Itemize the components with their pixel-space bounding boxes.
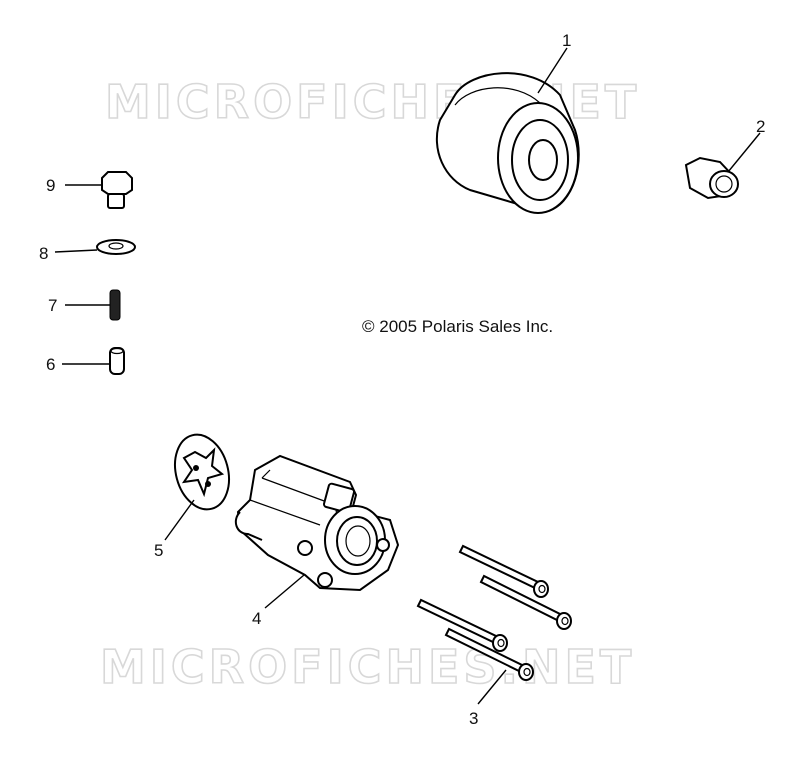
part-1-filter bbox=[435, 72, 580, 214]
part-9-bolt bbox=[101, 171, 133, 209]
part-8-washer bbox=[96, 239, 136, 255]
callout-2: 2 bbox=[756, 117, 765, 136]
part-6-dowel bbox=[109, 347, 125, 375]
callout-5: 5 bbox=[154, 541, 163, 560]
leader-5 bbox=[164, 499, 195, 541]
callout-1: 1 bbox=[562, 31, 571, 50]
callout-8: 8 bbox=[39, 244, 48, 263]
callout-9: 9 bbox=[46, 176, 55, 195]
copyright-text: © 2005 Polaris Sales Inc. bbox=[362, 317, 553, 336]
part-7-spring bbox=[109, 289, 121, 321]
leader-3 bbox=[477, 669, 507, 705]
callout-4: 4 bbox=[252, 609, 261, 628]
callout-3: 3 bbox=[469, 709, 478, 728]
part-3-bolts bbox=[416, 544, 572, 681]
callout-6: 6 bbox=[46, 355, 55, 374]
watermark-bottom: MICROFICHES.NET bbox=[100, 640, 635, 694]
bolt-c bbox=[416, 598, 508, 652]
bolt-b bbox=[479, 574, 572, 630]
bolt-a bbox=[458, 544, 549, 598]
part-4-pump-housing bbox=[234, 454, 400, 592]
callout-7: 7 bbox=[48, 296, 57, 315]
leader-2 bbox=[727, 132, 761, 173]
part-5-rotor bbox=[174, 433, 230, 511]
bolt-d bbox=[444, 627, 534, 681]
leader-1 bbox=[537, 47, 568, 94]
leader-8 bbox=[54, 249, 98, 253]
leader-4 bbox=[264, 574, 305, 609]
part-2-fitting bbox=[684, 156, 739, 200]
